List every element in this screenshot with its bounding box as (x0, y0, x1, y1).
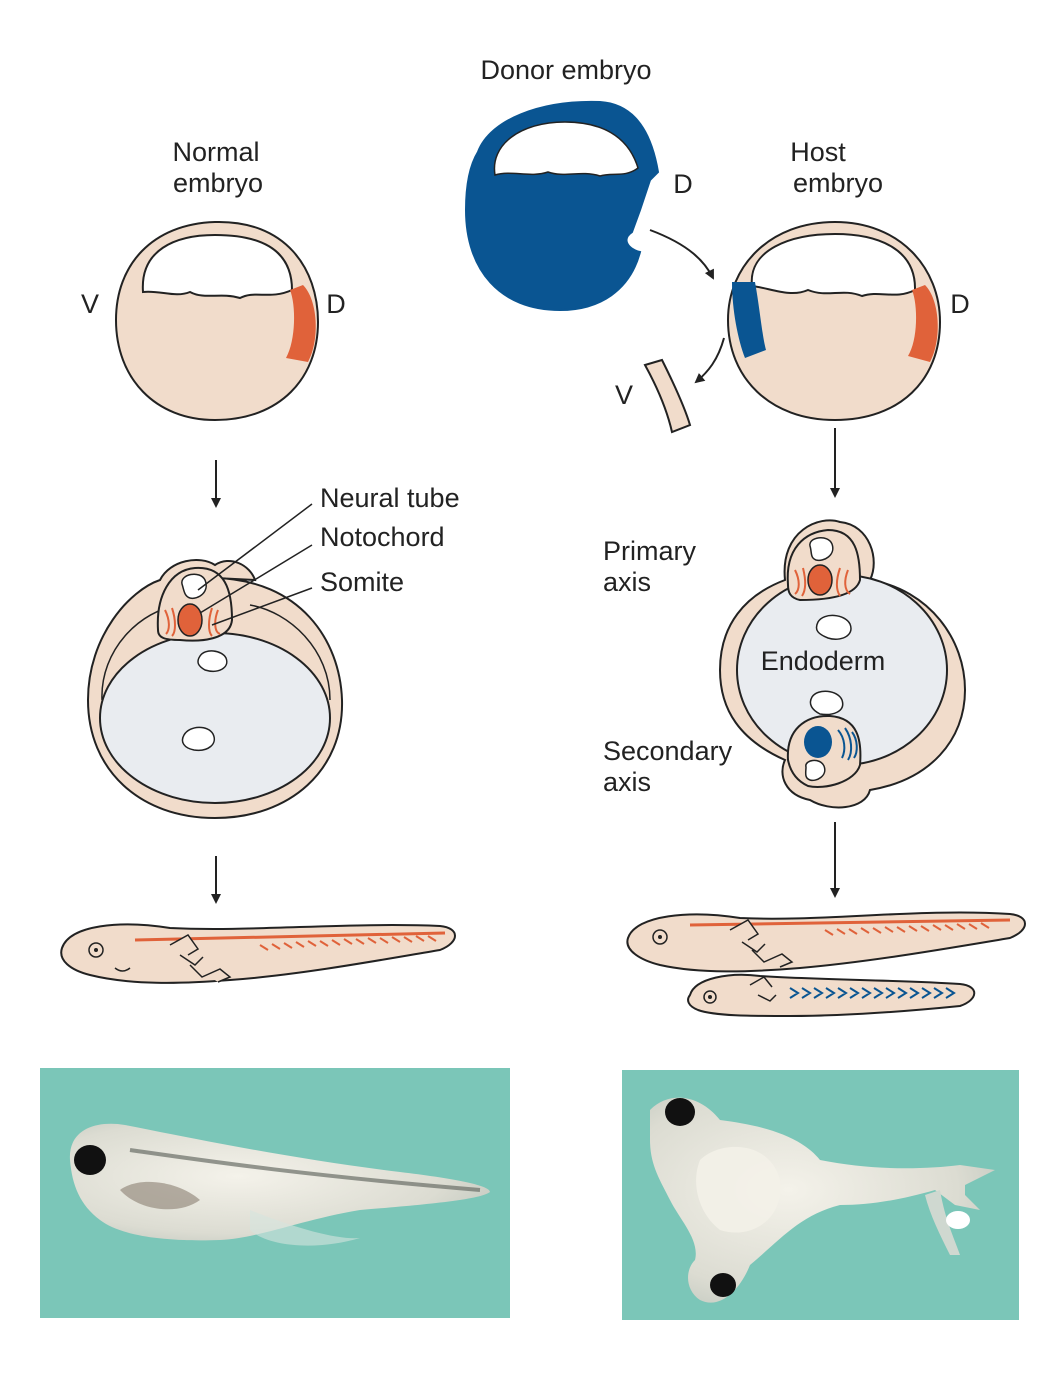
host-dorsal-label: D (950, 289, 970, 319)
neural-tube-label: Neural tube (320, 483, 460, 513)
primary-axis-label-line1: Primary (603, 536, 696, 566)
arrow-transplant (649, 229, 714, 280)
removed-ventral-fragment (643, 358, 692, 434)
neural-tube-pointer (197, 503, 313, 591)
blastocoel (141, 233, 294, 300)
endoderm-label: Endoderm (761, 646, 886, 676)
somite-label: Somite (320, 567, 404, 597)
notochord-pointer (199, 544, 313, 614)
secondary-axis-label-line2: axis (603, 767, 651, 797)
host-cross-section (718, 519, 967, 809)
normal-tadpole-photo (40, 1068, 510, 1318)
somite-pointer (211, 587, 313, 626)
dorsal-region (286, 285, 316, 362)
host-embryo (726, 220, 942, 422)
notochord-label: Notochord (320, 522, 445, 552)
normal-ventral-label: V (81, 289, 99, 319)
secondary-axis-label-line1: Secondary (603, 736, 733, 766)
donor-embryo (464, 100, 660, 312)
normal-tadpole-drawing (60, 923, 456, 984)
donor-embryo-label: Donor embryo (480, 55, 651, 85)
twin-tadpole-photo (622, 1070, 1019, 1320)
normal-embryo-label-line1: Normal (172, 137, 259, 167)
removed-ventral-label: V (615, 380, 633, 410)
host-embryo-label-line2: embryo (793, 168, 883, 198)
primary-axis-label-line2: axis (603, 567, 651, 597)
host-embryo-label-line1: Host (790, 137, 846, 167)
grafted-dorsal-region (732, 282, 766, 358)
donor-dorsal-label: D (673, 169, 693, 199)
host-dorsal-region (908, 285, 938, 362)
normal-embryo (114, 220, 320, 422)
twin-tadpole-drawing (626, 911, 1026, 1018)
arrow-removed (694, 337, 725, 384)
normal-embryo-label-line2: embryo (173, 168, 263, 198)
normal-dorsal-label: D (326, 289, 346, 319)
normal-cross-section (86, 559, 344, 820)
